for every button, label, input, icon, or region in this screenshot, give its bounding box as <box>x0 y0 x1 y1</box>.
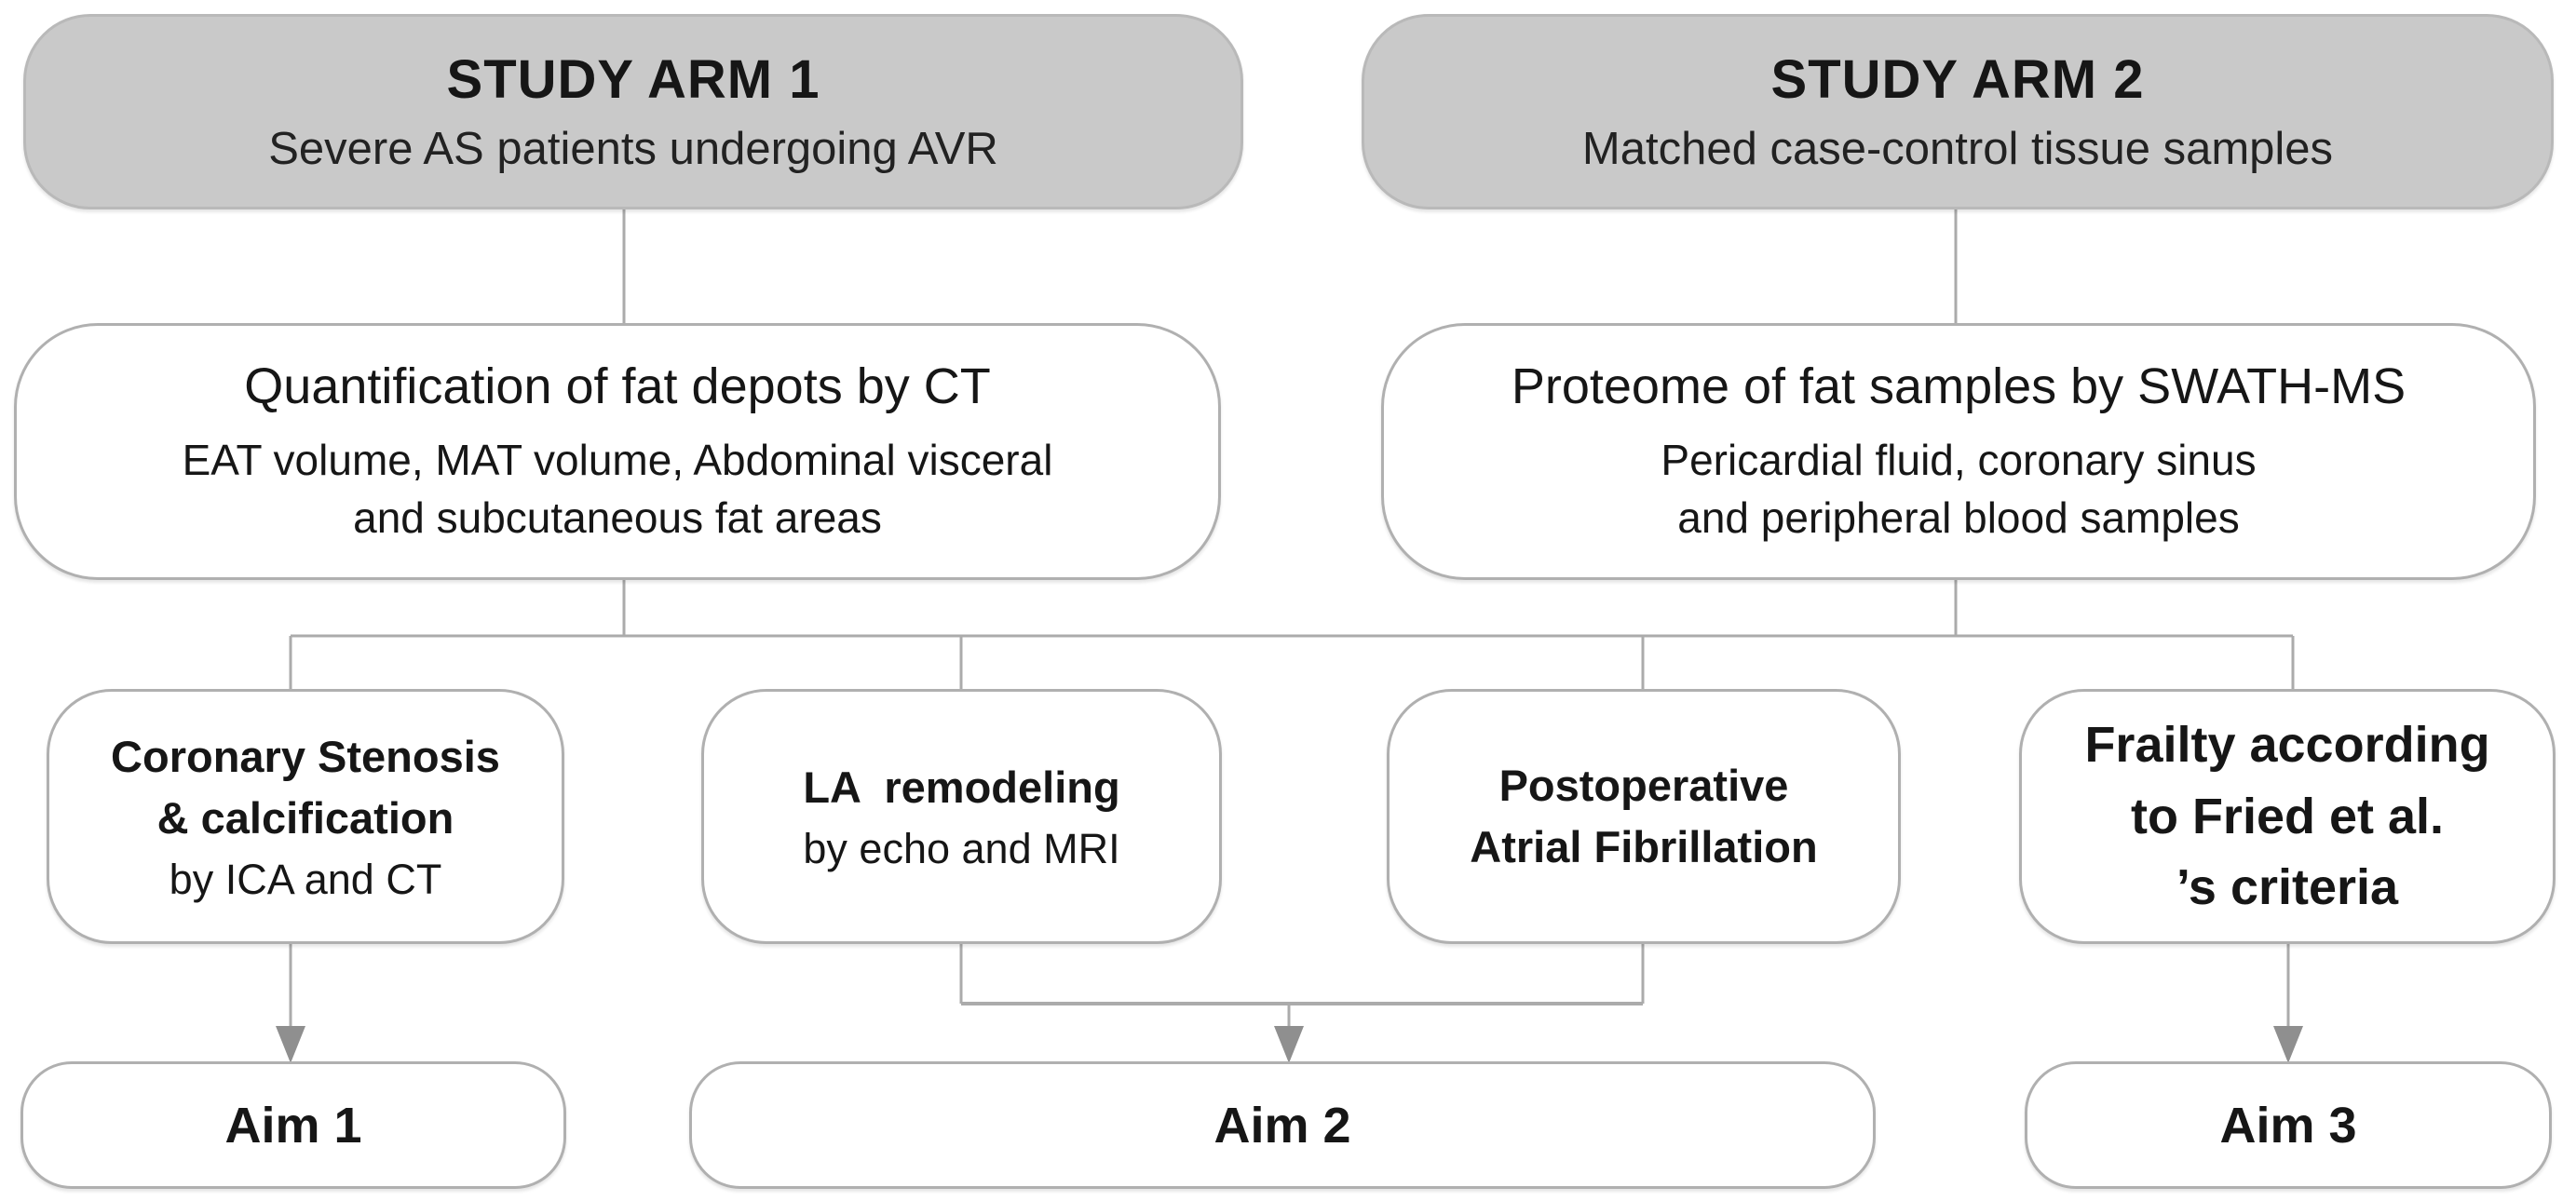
coronary-stenosis-box: Coronary Stenosis & calcification by ICA… <box>47 689 564 944</box>
aim-3-label: Aim 3 <box>2219 1097 2357 1154</box>
la-remodeling-title: LA remodeling <box>803 762 1120 812</box>
coronary-stenosis-title: Coronary Stenosis & calcification <box>111 731 500 843</box>
arrowhead-aim1 <box>276 1026 305 1063</box>
la-remodeling-box: LA remodeling by echo and MRI <box>701 689 1222 944</box>
ct-quantification-title: Quantification of fat depots by CT <box>244 358 991 414</box>
ct-quantification-subtitle: EAT volume, MAT volume, Abdominal viscer… <box>182 436 1053 543</box>
study-arm-1-subtitle: Severe AS patients undergoing AVR <box>268 123 998 174</box>
study-arm-2-box: STUDY ARM 2 Matched case-control tissue … <box>1362 14 2554 209</box>
aim-1-box: Aim 1 <box>20 1061 566 1189</box>
aim-1-label: Aim 1 <box>224 1097 362 1154</box>
frailty-title: Frailty according to Fried et al. ’s cri… <box>2084 716 2490 916</box>
arrowhead-aim3 <box>2273 1026 2303 1063</box>
study-arm-1-title: STUDY ARM 1 <box>446 49 820 111</box>
ct-quantification-box: Quantification of fat depots by CT EAT v… <box>14 323 1221 580</box>
postoperative-af-box: Postoperative Atrial Fibrillation <box>1387 689 1901 944</box>
arrowhead-aim2 <box>1274 1026 1304 1063</box>
proteome-subtitle: Pericardial fluid, coronary sinus and pe… <box>1661 436 2257 543</box>
la-remodeling-subtitle: by echo and MRI <box>803 824 1120 872</box>
postoperative-af-title: Postoperative Atrial Fibrillation <box>1470 761 1818 871</box>
aim-2-box: Aim 2 <box>689 1061 1876 1189</box>
study-arm-1-box: STUDY ARM 1 Severe AS patients undergoin… <box>23 14 1243 209</box>
aim-3-box: Aim 3 <box>2025 1061 2552 1189</box>
proteome-box: Proteome of fat samples by SWATH-MS Peri… <box>1381 323 2536 580</box>
aim-2-label: Aim 2 <box>1213 1097 1351 1154</box>
study-arm-2-subtitle: Matched case-control tissue samples <box>1581 123 2334 174</box>
frailty-box: Frailty according to Fried et al. ’s cri… <box>2019 689 2556 944</box>
coronary-stenosis-subtitle: by ICA and CT <box>169 855 442 903</box>
proteome-title: Proteome of fat samples by SWATH-MS <box>1511 358 2407 414</box>
study-arm-2-title: STUDY ARM 2 <box>1770 49 2145 111</box>
